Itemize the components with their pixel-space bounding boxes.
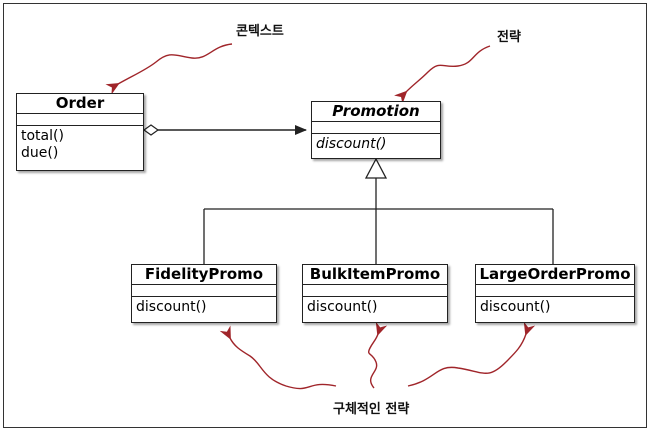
order-attributes (17, 114, 143, 126)
diagram-frame (3, 3, 647, 428)
order-method-due: due() (21, 145, 59, 161)
fidelity-annotation-arrow (219, 325, 337, 390)
aggregation-diamond (142, 124, 160, 136)
order-method-total: total() (21, 128, 64, 144)
promotion-method-discount: discount() (316, 136, 387, 152)
bulk-item-promo-method-discount: discount() (307, 299, 378, 315)
fidelity-promo-class-name: FidelityPromo (132, 265, 276, 285)
concrete-strategy-annotation: 구체적인 전략 (333, 402, 410, 417)
bulk-item-promo-methods: discount() (303, 297, 447, 316)
fidelity-promo-methods: discount() (132, 297, 276, 316)
strategy-annotation-arrow (393, 45, 491, 105)
large-order-promo-method-discount: discount() (480, 299, 551, 315)
large-order-promo-attributes (476, 285, 634, 297)
context-annotation: 콘텍스트 (236, 24, 284, 39)
large-order-promo-methods: discount() (476, 297, 634, 316)
fidelity-promo-class: FidelityPromo discount() (131, 264, 277, 323)
largeorder-annotation-arrow (407, 321, 536, 387)
strategy-annotation: 전략 (497, 30, 521, 45)
inheritance-triangle (364, 157, 388, 179)
order-methods: total() due() (17, 126, 143, 162)
bulk-item-promo-class: BulkItemPromo discount() (302, 264, 448, 323)
order-class: Order total() due() (16, 93, 144, 171)
promotion-attributes (312, 122, 440, 134)
fidelity-promo-method-discount: discount() (136, 299, 207, 315)
bulkitem-annotation-arrow (367, 321, 388, 389)
bulk-item-promo-class-name: BulkItemPromo (303, 265, 447, 285)
promotion-class: Promotion discount() (311, 101, 441, 159)
large-order-promo-class-name: LargeOrderPromo (476, 265, 634, 285)
large-order-promo-class: LargeOrderPromo discount() (475, 264, 635, 323)
context-annotation-arrow (105, 43, 233, 95)
bulk-item-promo-attributes (303, 285, 447, 297)
promotion-methods: discount() (312, 134, 440, 153)
order-class-name: Order (17, 94, 143, 114)
promotion-class-name: Promotion (312, 102, 440, 122)
fidelity-promo-attributes (132, 285, 276, 297)
